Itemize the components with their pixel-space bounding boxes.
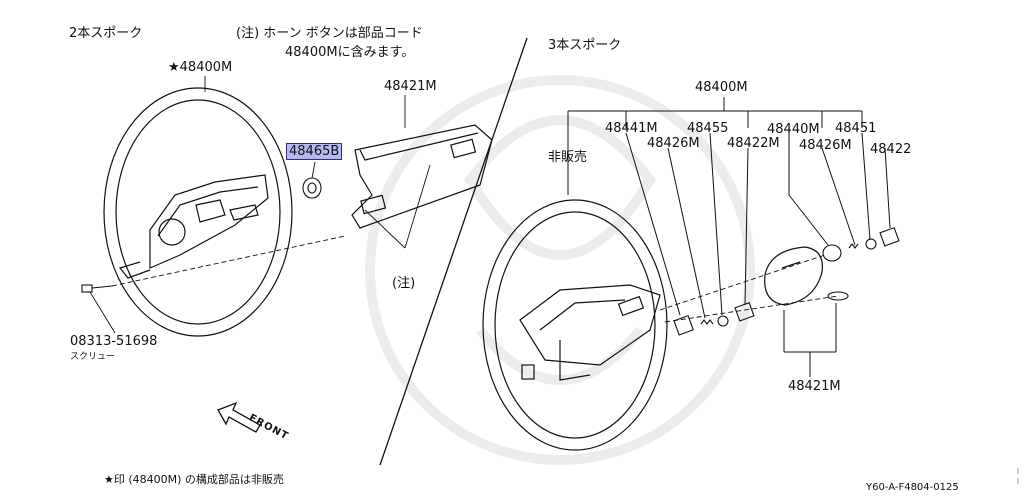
label-48400m-left[interactable]: ★48400M	[168, 60, 233, 75]
bracket-48421M	[783, 303, 837, 377]
horn-pad-right	[764, 246, 823, 306]
note-line-2: 48400Mに含みます。	[285, 45, 415, 60]
label-screw-code[interactable]: 08313-51698	[70, 334, 158, 349]
section-divider	[379, 37, 528, 466]
label-48422[interactable]: 48422	[870, 142, 912, 157]
two-spoke-wheel	[103, 87, 293, 337]
right-section-title: 3本スポーク	[548, 38, 622, 53]
label-48440m[interactable]: 48440M	[767, 122, 820, 137]
label-screw-name: スクリュー	[70, 352, 116, 362]
three-spoke-wheel	[482, 199, 668, 451]
screw-part	[81, 284, 113, 293]
label-48421m-right[interactable]: 48421M	[788, 379, 841, 394]
small-parts	[673, 226, 900, 336]
ring-part	[302, 177, 322, 199]
label-48400m-right[interactable]: 48400M	[695, 80, 748, 95]
left-section-title: 2本スポーク	[69, 26, 143, 41]
label-48451[interactable]: 48451	[835, 121, 877, 136]
label-48455[interactable]: 48455	[687, 121, 729, 136]
label-48465b-highlighted[interactable]: 48465B	[286, 143, 343, 160]
drawing-id: Y60-A-F4804-0125	[866, 482, 959, 493]
horn-pad-part	[351, 124, 493, 229]
label-not-sold: 非販売	[548, 150, 588, 165]
label-48426m-b[interactable]: 48426M	[799, 138, 852, 153]
label-48421m-left[interactable]: 48421M	[384, 79, 437, 94]
front-arrow	[217, 401, 261, 433]
label-note-ref: (注)	[392, 276, 416, 291]
note-line-1: (注) ホーン ボタンは部品コード	[236, 26, 423, 41]
label-48441m[interactable]: 48441M	[605, 121, 658, 136]
label-48426m-a[interactable]: 48426M	[647, 136, 700, 151]
label-48422m[interactable]: 48422M	[727, 136, 780, 151]
footnote: ★印 (48400M) の構成部品は非販売	[104, 473, 284, 486]
bracket-48400M	[567, 97, 891, 319]
